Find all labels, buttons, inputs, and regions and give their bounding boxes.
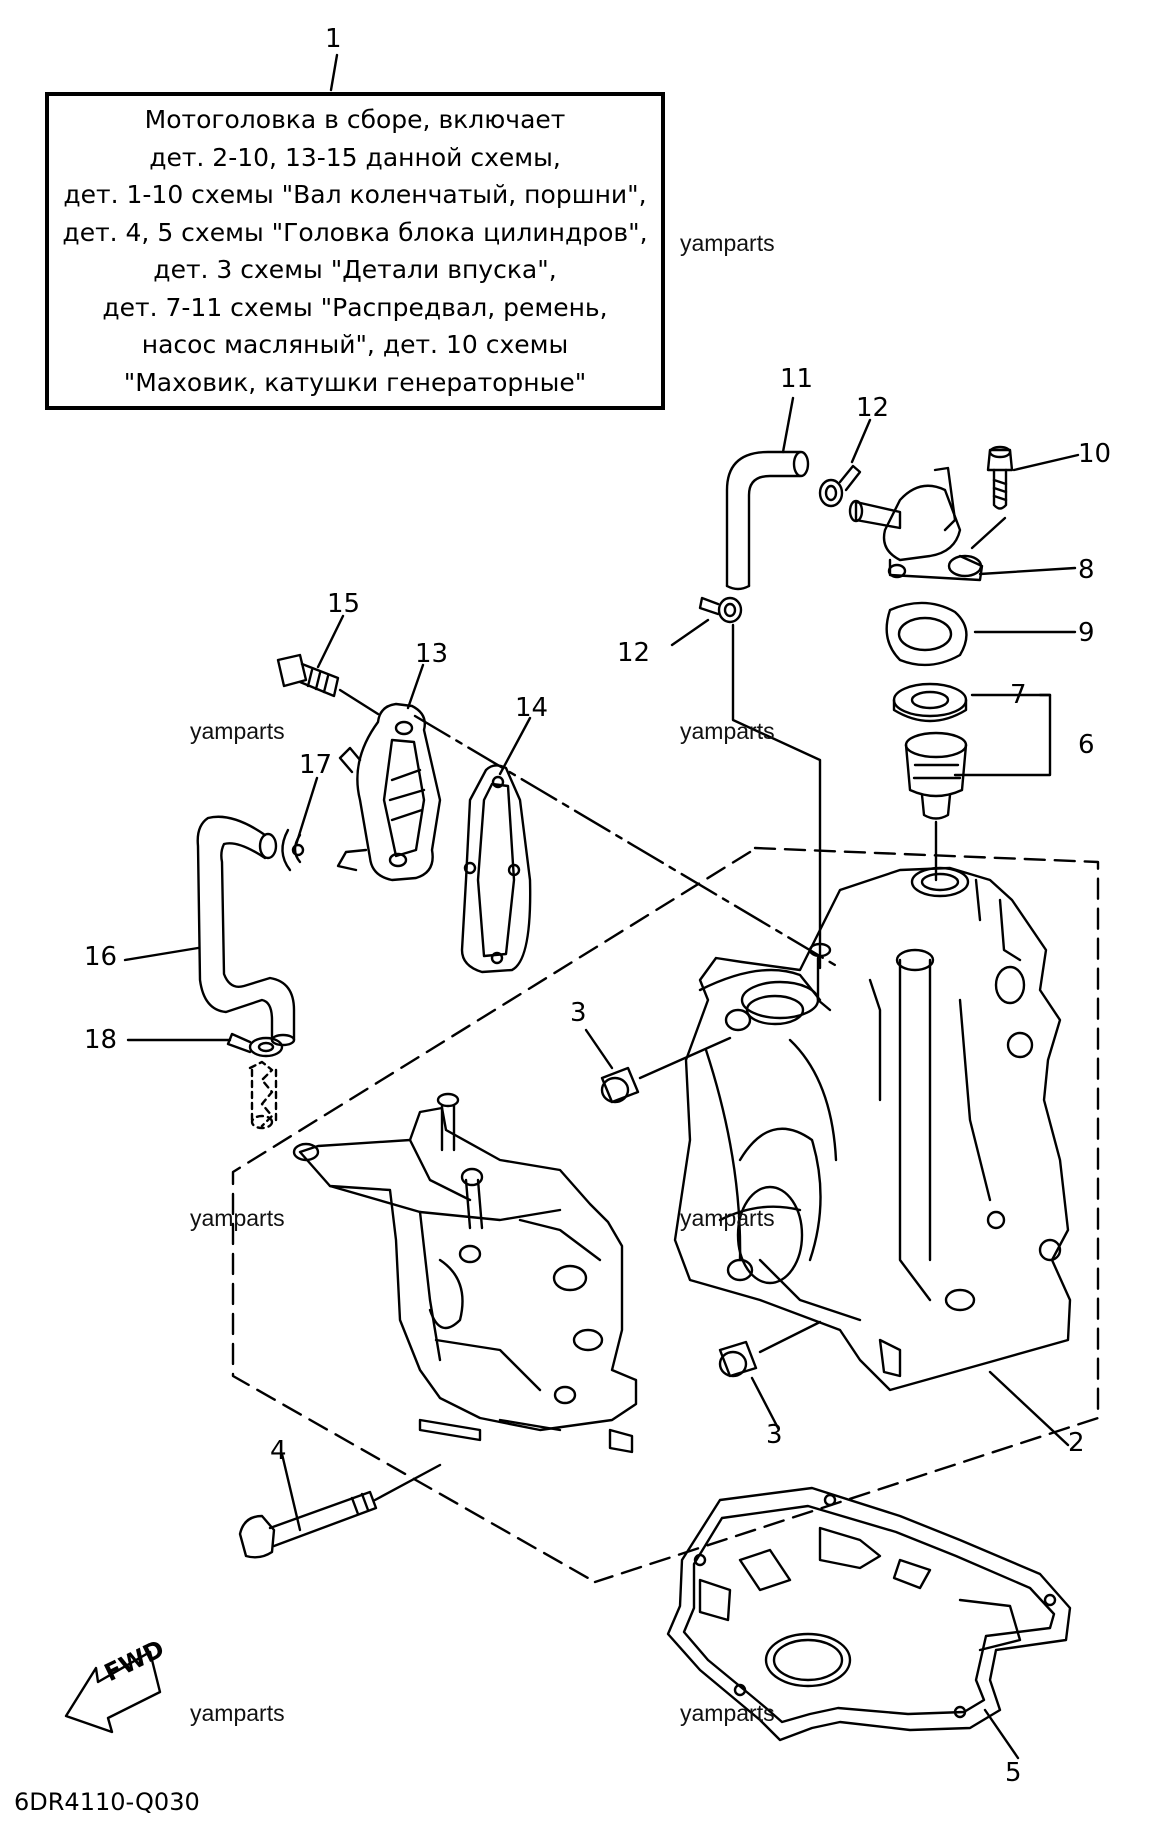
leader-8 [978, 566, 1077, 576]
leader-2 [988, 1370, 1070, 1447]
dowel-pin-3-lower [718, 1340, 758, 1378]
leader-1 [329, 53, 339, 92]
part-label-4: 4 [270, 1436, 287, 1466]
gasket-14 [460, 764, 532, 974]
callout-line: насос масляный", дет. 10 схемы [141, 330, 569, 359]
part-label-12-top: 12 [856, 393, 890, 423]
callout-line: "Маховик, катушки генераторные" [123, 367, 587, 397]
part-label-8: 8 [1078, 555, 1095, 585]
part-label-12-lower: 12 [617, 638, 651, 668]
hose-11 [725, 450, 810, 591]
watermark: yamparts [190, 1700, 285, 1726]
callout-line: дет. 1-10 схемы "Вал коленчатый, поршни"… [63, 180, 647, 209]
part-label-3-lower: 3 [766, 1420, 783, 1450]
bolt-10 [986, 445, 1014, 510]
cylinder-block-2 [673, 866, 1072, 1392]
leader-4 [280, 1452, 302, 1532]
hose-16 [196, 815, 296, 1047]
bolt-15 [276, 653, 340, 698]
hose-11-route [731, 623, 822, 970]
part-label-16: 16 [84, 942, 118, 972]
part-label-14: 14 [515, 693, 549, 723]
bolt-15-axis [338, 688, 380, 716]
dowel-pin-3-upper [600, 1066, 640, 1104]
leader-12-lower [670, 618, 710, 647]
watermark: yamparts [680, 1700, 775, 1726]
part-label-18: 18 [84, 1025, 118, 1055]
thermostat-6 [904, 731, 968, 820]
fwd-arrow [64, 1650, 162, 1734]
watermark: yamparts [680, 1205, 775, 1231]
callout-number: 1 [325, 24, 342, 54]
part-label-6: 6 [1078, 730, 1095, 760]
part-label-9: 9 [1078, 618, 1095, 648]
bracket-7-6 [953, 693, 1052, 777]
pin-axis-3-upper [638, 1036, 732, 1080]
leader-13 [406, 663, 425, 710]
diagram-code: 6DR4110-Q030 [14, 1788, 200, 1816]
cover-13 [336, 702, 442, 882]
thermostat-cover-8 [848, 466, 984, 582]
leader-5 [983, 1708, 1020, 1760]
leader-10 [1012, 453, 1080, 472]
leader-16 [123, 946, 200, 962]
part-label-15: 15 [327, 589, 361, 619]
watermark: yamparts [680, 718, 775, 744]
seal-7 [892, 682, 968, 723]
part-label-2: 2 [1068, 1428, 1085, 1458]
clip-12-top [818, 464, 862, 508]
part-label-7: 7 [1010, 680, 1027, 710]
callout-line: дет. 3 схемы "Детали впуска", [153, 255, 557, 284]
part-label-17: 17 [299, 750, 333, 780]
gasket-5 [666, 1486, 1072, 1742]
gasket-9 [885, 601, 968, 667]
watermark: yamparts [190, 1205, 285, 1231]
part-label-11: 11 [780, 364, 814, 394]
callout-line: дет. 2-10, 13-15 данной схемы, [149, 142, 561, 172]
callout-line: дет. 4, 5 схемы "Головка блока цилиндров… [62, 217, 648, 247]
leader-11 [781, 396, 795, 454]
assembly-line-13-14 [413, 714, 842, 970]
bolt-4 [238, 1490, 378, 1559]
leader-17 [294, 776, 319, 847]
part-label-13: 13 [415, 639, 449, 669]
leader-15 [316, 614, 345, 669]
watermark: yamparts [680, 230, 775, 256]
leader-12-top [850, 418, 872, 464]
bolt-10-drop [970, 516, 1007, 550]
callout-line: дет. 7-11 схемы "Распредвал, ремень, [102, 292, 608, 322]
crankcase-envelope [231, 850, 752, 1584]
pin-axis-3-lower [758, 1320, 822, 1354]
part-label-3-upper: 3 [570, 998, 587, 1028]
callout-line: Мотоголовка в сборе, включает [144, 105, 566, 134]
hose-16-dashed-route [248, 1060, 278, 1130]
cylinder-block-envelope [593, 846, 1100, 1584]
part-label-5: 5 [1005, 1758, 1022, 1788]
leader-3-lower [750, 1376, 780, 1430]
bolt-4-axis [373, 1463, 442, 1502]
watermark: yamparts [190, 718, 285, 744]
leader-14 [498, 716, 532, 776]
crankcase [292, 1092, 638, 1454]
assembly-callout-box: Мотоголовка в сборе, включает дет. 2-10,… [45, 92, 665, 410]
clip-12-lower [698, 596, 743, 624]
leader-3-upper [584, 1028, 614, 1070]
part-label-10: 10 [1078, 439, 1112, 469]
